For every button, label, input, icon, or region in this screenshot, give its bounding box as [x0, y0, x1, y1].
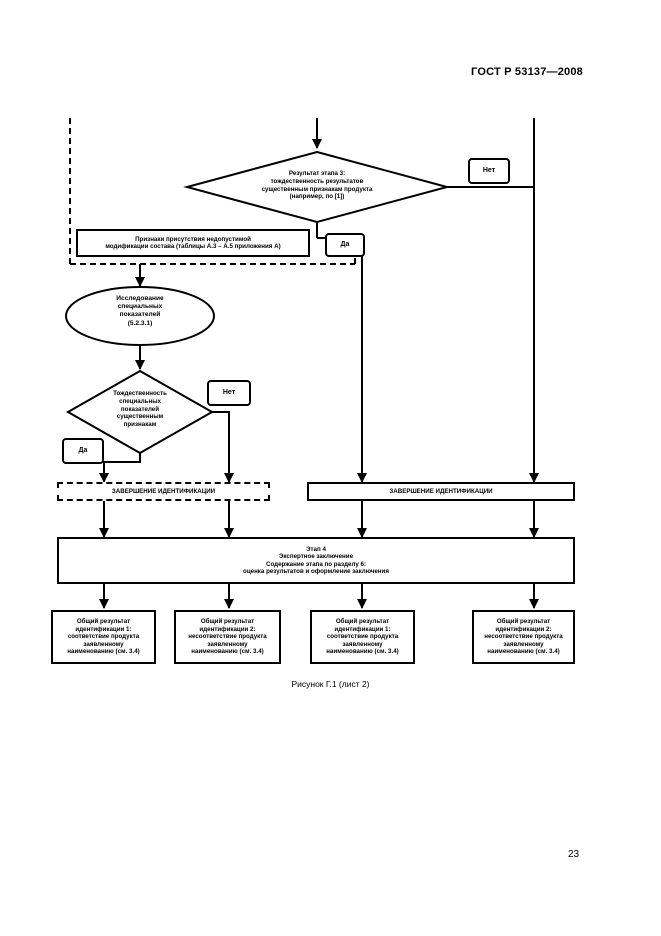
- study-line4: (5.2.3.1): [127, 319, 153, 327]
- result1-line2: идентификации 1:: [75, 625, 132, 633]
- special-line3: показателей: [120, 405, 160, 413]
- page-number: 23: [568, 849, 580, 860]
- result3-line5: наименованию (см. 3.4): [326, 648, 399, 656]
- modification-line1: Признаки присутствия недопустимой: [135, 235, 251, 243]
- special-study-text: Исследование специальных показателей (5.…: [86, 295, 194, 328]
- result-box-2: Общий результат идентификации 2: несоотв…: [174, 610, 281, 664]
- connector-yes-2: [99, 453, 141, 483]
- result2-line5: наименованию (см. 3.4): [191, 648, 264, 656]
- modification-line2: модификации состава (таблицы А.3 – А.5 п…: [105, 243, 281, 250]
- result1-line4: заявленному: [83, 640, 124, 648]
- special-line2: специальных: [119, 397, 161, 405]
- stage4-line2: Экспертное заключение: [278, 553, 354, 561]
- result3-line4: заявленному: [342, 640, 383, 648]
- result2-line4: заявленному: [207, 640, 248, 648]
- result-box-1: Общий результат идентификации 1: соответ…: [51, 610, 156, 664]
- result1-line3: соответствие продукта: [67, 633, 140, 641]
- study-line1: Исследование: [116, 295, 164, 302]
- unacceptable-modification-box: Признаки присутствия недопустимой модифи…: [76, 229, 310, 257]
- stage4-box: Этап 4 Экспертное заключение Содержание …: [57, 537, 575, 584]
- result4-line3: несоответствие продукта: [484, 633, 563, 641]
- stage4-line1: Этап 4: [306, 545, 326, 553]
- result3-line1: Общий результат: [335, 618, 390, 626]
- result-box-4: Общий результат идентификации 2: несоотв…: [472, 610, 575, 664]
- decision-stage3-text: Результат этапа 3: тождественность резул…: [237, 170, 397, 201]
- connector-no-2: [212, 411, 234, 483]
- result4-line5: наименованию (см. 3.4): [487, 648, 560, 656]
- result2-line3: несоответствие продукта: [188, 633, 267, 641]
- result2-line2: идентификации 2:: [199, 625, 256, 633]
- result1-line5: наименованию (см. 3.4): [67, 648, 140, 656]
- result4-line1: Общий результат: [496, 618, 551, 626]
- result1-line1: Общий результат: [76, 618, 131, 626]
- decision-special-text: Тождественность специальных показателей …: [92, 390, 188, 429]
- completion-right-box: ЗАВЕРШЕНИЕ ИДЕНТИФИКАЦИИ: [307, 482, 575, 501]
- result4-line2: идентификации 2:: [495, 625, 552, 633]
- decision-stage3-line1: Результат этапа 3:: [288, 170, 346, 177]
- study-line3: показателей: [119, 311, 161, 319]
- document-number: ГОСТ Р 53137—2008: [471, 66, 583, 78]
- result-box-3: Общий результат идентификации 1: соответ…: [310, 610, 415, 664]
- result2-line1: Общий результат: [200, 618, 255, 626]
- decision-stage3-line4: (например, по [1]): [289, 193, 345, 201]
- completion-left-box: ЗАВЕРШЕНИЕ ИДЕНТИФИКАЦИИ: [57, 482, 270, 501]
- special-line5: признакам: [123, 421, 157, 428]
- special-line4: существенным: [116, 413, 164, 421]
- no-label-1: Нет: [468, 158, 510, 184]
- yes-label-2: Да: [62, 438, 104, 464]
- stage4-line4: оценка результатов и оформление заключен…: [243, 567, 389, 575]
- no-label-2: Нет: [207, 380, 251, 406]
- decision-stage3-line2: тождественность результатов: [270, 177, 364, 185]
- study-line2: специальных: [117, 303, 163, 311]
- result3-line3: соответствие продукта: [326, 633, 399, 641]
- special-line1: Тождественность: [113, 390, 167, 397]
- decision-stage3-line3: существенным признакам продукта: [261, 185, 373, 193]
- stage4-line3: Содержание этапа по разделу 6:: [265, 560, 367, 568]
- result3-line2: идентификации 1:: [334, 625, 391, 633]
- yes-label-1: Да: [325, 233, 365, 257]
- connector-yes-down-right: [317, 237, 367, 483]
- figure-caption: Рисунок Г.1 (лист 2): [291, 679, 370, 689]
- result4-line4: заявленному: [503, 640, 544, 648]
